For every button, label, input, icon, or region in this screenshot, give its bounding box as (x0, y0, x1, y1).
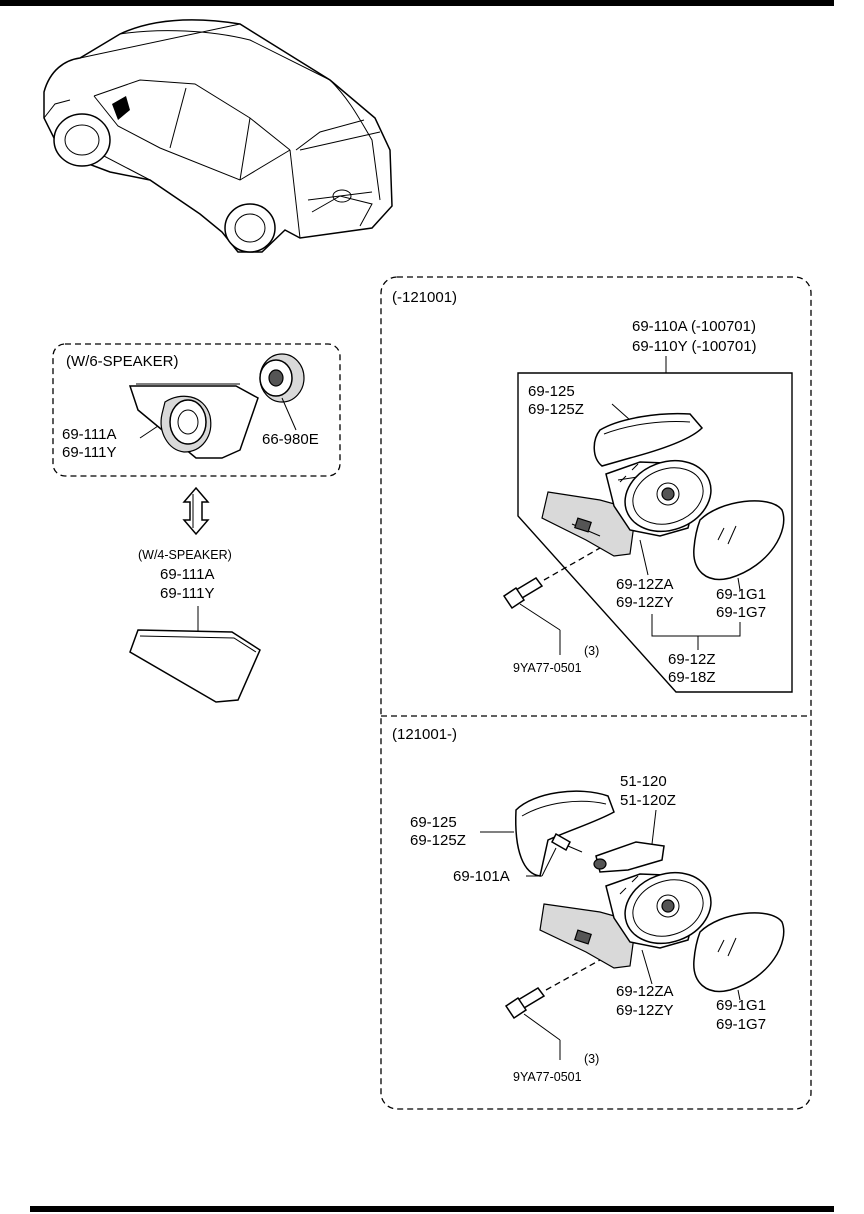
late-section: (121001-) 51-120 51-120Z 69-125 69-125Z … (392, 726, 785, 1084)
early-housing-label-1: 69-12ZA (616, 576, 674, 593)
late-glass-label-1: 69-1G1 (716, 997, 766, 1014)
late-housing-label-1: 69-12ZA (616, 983, 674, 1000)
vehicle-illustration (43, 19, 393, 253)
early-assembly-label-2: 69-110Y (-100701) (632, 338, 757, 355)
late-bracket-label-2: 51-120Z (620, 792, 676, 809)
six-speaker-box (52, 343, 341, 477)
early-section: (-121001) 69-110A (-100701) 69-110Y (-10… (392, 289, 793, 693)
top-rule (0, 0, 834, 6)
tweeter-part-label: 66-980E (262, 431, 319, 448)
four-speaker-part-1: 69-111A (160, 566, 215, 583)
cover-part-label-2: 69-111Y (62, 444, 117, 461)
early-housing-label-2: 69-12ZY (616, 594, 674, 611)
early-set-label-2: 69-18Z (668, 669, 716, 686)
four-speaker-part-2: 69-111Y (160, 585, 215, 602)
late-range-label: (121001-) (392, 726, 457, 743)
late-bolt-label: 9YA77-0501 (513, 1070, 582, 1084)
late-bracket-label-1: 51-120 (620, 773, 667, 790)
six-speaker-title: (W/6-SPEAKER) (66, 353, 179, 370)
four-speaker-group: (W/4-SPEAKER) 69-111A 69-111Y (129, 548, 261, 703)
late-screw-label: 69-101A (453, 868, 510, 885)
cover-part-label-1: 69-111A (62, 426, 117, 443)
early-cap-label-2: 69-125Z (528, 401, 584, 418)
early-range-label: (-121001) (392, 289, 457, 306)
four-speaker-title: (W/4-SPEAKER) (138, 548, 232, 562)
early-bolt-label: 9YA77-0501 (513, 661, 582, 675)
six-speaker-group: (W/6-SPEAKER) 69-111A 69-111Y 66-980E (52, 343, 341, 477)
early-glass-label-2: 69-1G7 (716, 604, 766, 621)
early-cap-label-1: 69-125 (528, 383, 575, 400)
early-assembly-label-1: 69-110A (-100701) (632, 318, 756, 335)
interchange-arrow-icon (182, 486, 210, 536)
late-housing-label-2: 69-12ZY (616, 1002, 674, 1019)
late-bolt-qty: (3) (584, 1052, 599, 1066)
early-glass-label-1: 69-1G1 (716, 586, 766, 603)
late-glass-label-2: 69-1G7 (716, 1016, 766, 1033)
bottom-rule (30, 1206, 834, 1212)
late-cap-label-2: 69-125Z (410, 832, 466, 849)
early-bolt-qty: (3) (584, 644, 599, 658)
late-cap-label-1: 69-125 (410, 814, 457, 831)
early-set-label-1: 69-12Z (668, 651, 716, 668)
mirror-panel (380, 276, 812, 1110)
